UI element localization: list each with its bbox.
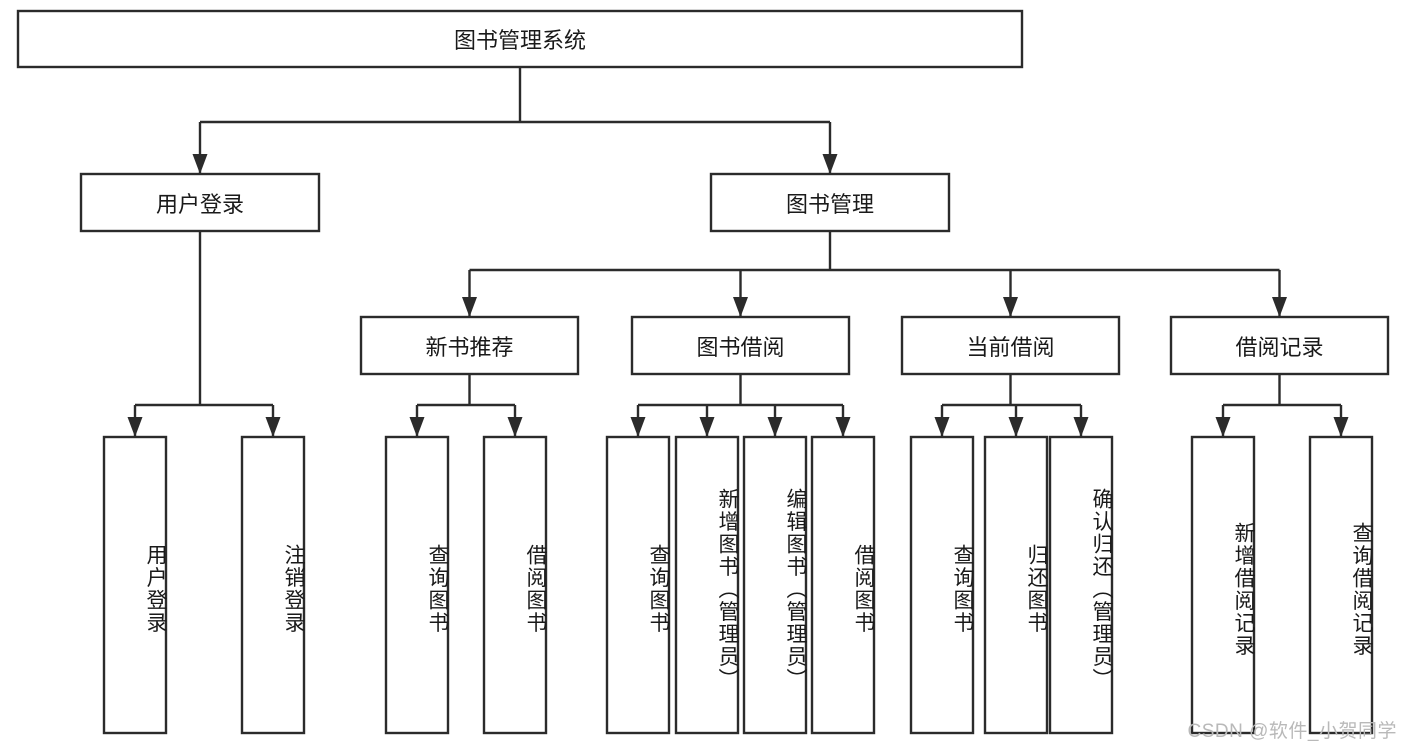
node-box-user-login[interactable] xyxy=(79,172,321,233)
node-box-current-borrow[interactable] xyxy=(900,315,1121,376)
node-box-leaf-confirm-return[interactable] xyxy=(1048,435,1114,735)
arrow-head-leaf-add-book xyxy=(699,417,715,437)
node-box-root[interactable] xyxy=(16,9,1024,69)
node-box-leaf-query-record[interactable] xyxy=(1308,435,1374,735)
arrow-head-user-login xyxy=(192,154,208,174)
arrow-head-book-borrow xyxy=(733,297,748,317)
node-box-leaf-edit-book[interactable] xyxy=(742,435,808,735)
arrow-head-borrow-record xyxy=(1272,297,1287,317)
arrow-head-leaf-borrow-book-2 xyxy=(835,417,851,437)
node-box-leaf-logout[interactable] xyxy=(240,435,306,735)
node-box-leaf-borrow-book-1[interactable] xyxy=(482,435,548,735)
arrow-head-book-manage xyxy=(822,154,838,174)
node-box-leaf-add-book[interactable] xyxy=(674,435,740,735)
node-box-leaf-query-book-3[interactable] xyxy=(909,435,975,735)
arrow-head-leaf-user-login xyxy=(127,417,143,437)
arrow-head-leaf-logout xyxy=(265,417,281,437)
arrow-head-leaf-add-record xyxy=(1215,417,1231,437)
arrow-head-leaf-query-record xyxy=(1333,417,1349,437)
boxes-layer xyxy=(16,9,1390,735)
node-box-new-book-rec[interactable] xyxy=(359,315,580,376)
node-box-leaf-query-book-1[interactable] xyxy=(384,435,450,735)
node-box-book-manage[interactable] xyxy=(709,172,951,233)
node-box-leaf-borrow-book-2[interactable] xyxy=(810,435,876,735)
arrow-head-leaf-query-book-3 xyxy=(934,417,950,437)
node-box-leaf-return-book[interactable] xyxy=(983,435,1049,735)
node-box-borrow-record[interactable] xyxy=(1169,315,1390,376)
arrow-head-leaf-borrow-book-1 xyxy=(507,417,523,437)
node-box-leaf-add-record[interactable] xyxy=(1190,435,1256,735)
arrow-head-new-book-rec xyxy=(462,297,477,317)
node-box-leaf-query-book-2[interactable] xyxy=(605,435,671,735)
watermark-text: CSDN @软件_小贺同学 xyxy=(1187,721,1397,742)
node-box-book-borrow[interactable] xyxy=(630,315,851,376)
edges-layer xyxy=(127,67,1349,437)
arrow-head-current-borrow xyxy=(1003,297,1018,317)
arrow-head-leaf-return-book xyxy=(1008,417,1024,437)
arrow-head-leaf-edit-book xyxy=(767,417,783,437)
arrow-head-leaf-confirm-return xyxy=(1073,417,1089,437)
arrow-head-leaf-query-book-2 xyxy=(630,417,646,437)
arrow-head-leaf-query-book-1 xyxy=(409,417,425,437)
node-box-leaf-user-login[interactable] xyxy=(102,435,168,735)
